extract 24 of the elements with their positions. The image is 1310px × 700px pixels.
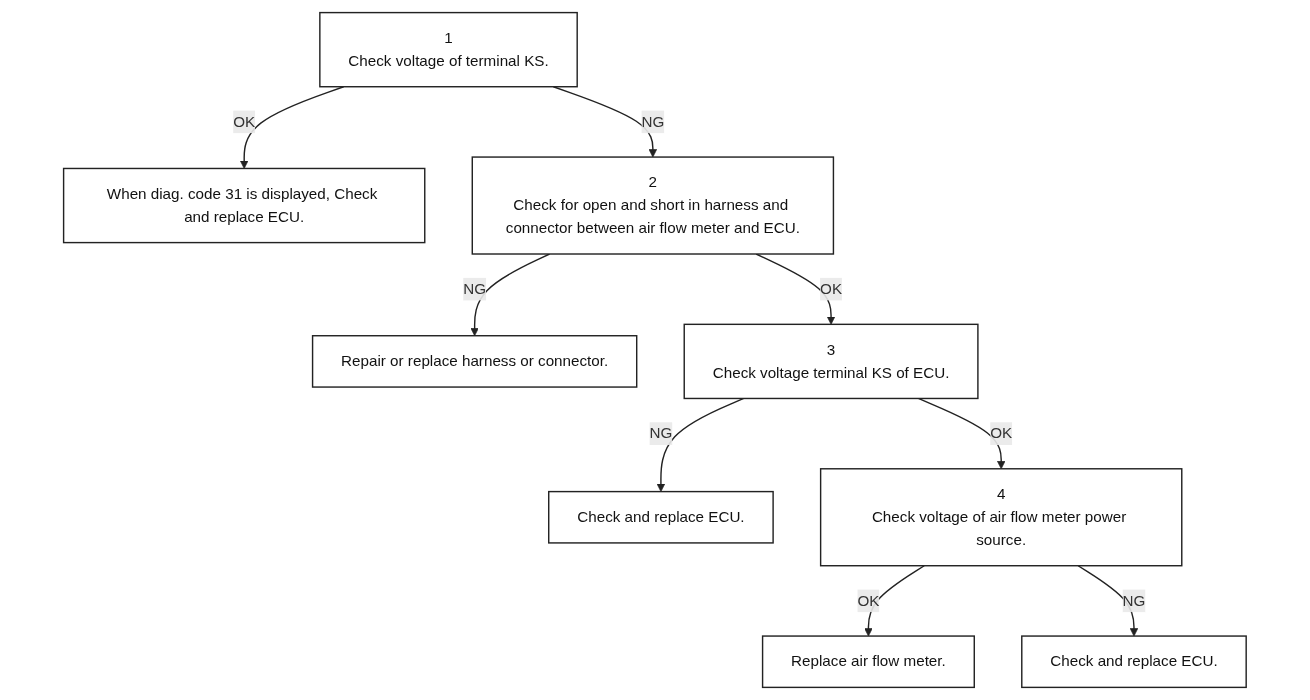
edge-label: NG <box>641 113 665 130</box>
arrow <box>1077 565 1139 637</box>
node-box: 3 Check voltage terminal KS of ECU. <box>683 323 979 400</box>
arrow <box>240 86 345 169</box>
arrow <box>864 565 926 637</box>
arrow <box>656 397 745 492</box>
arrow <box>917 397 1006 470</box>
edge-label: OK <box>820 280 843 297</box>
node-box: When diag. code 31 is displayed, Check and replace ECU. <box>63 167 426 244</box>
node-box: Check and replace ECU. <box>548 490 774 544</box>
node-box: 2 Check for open and short in harness and connector between air flow meter and ECU. <box>471 156 835 255</box>
edge-label: NG <box>649 425 673 442</box>
node-box: 1 Check voltage of terminal KS. <box>319 11 578 88</box>
arrow <box>552 86 658 158</box>
edge-label: OK <box>990 425 1013 442</box>
edge-label: OK <box>857 592 880 609</box>
node-box: Check and replace ECU. <box>1021 635 1247 689</box>
node-box: 4 Check voltage of air flow meter power source. <box>820 468 1183 567</box>
edge-label: OK <box>233 113 256 130</box>
node-box: Replace air flow meter. <box>762 635 976 689</box>
node-box: Repair or replace harness or connector. <box>311 335 638 388</box>
edge-label: NG <box>463 280 487 297</box>
edge-label: NG <box>1122 592 1146 609</box>
arrow <box>755 253 836 325</box>
